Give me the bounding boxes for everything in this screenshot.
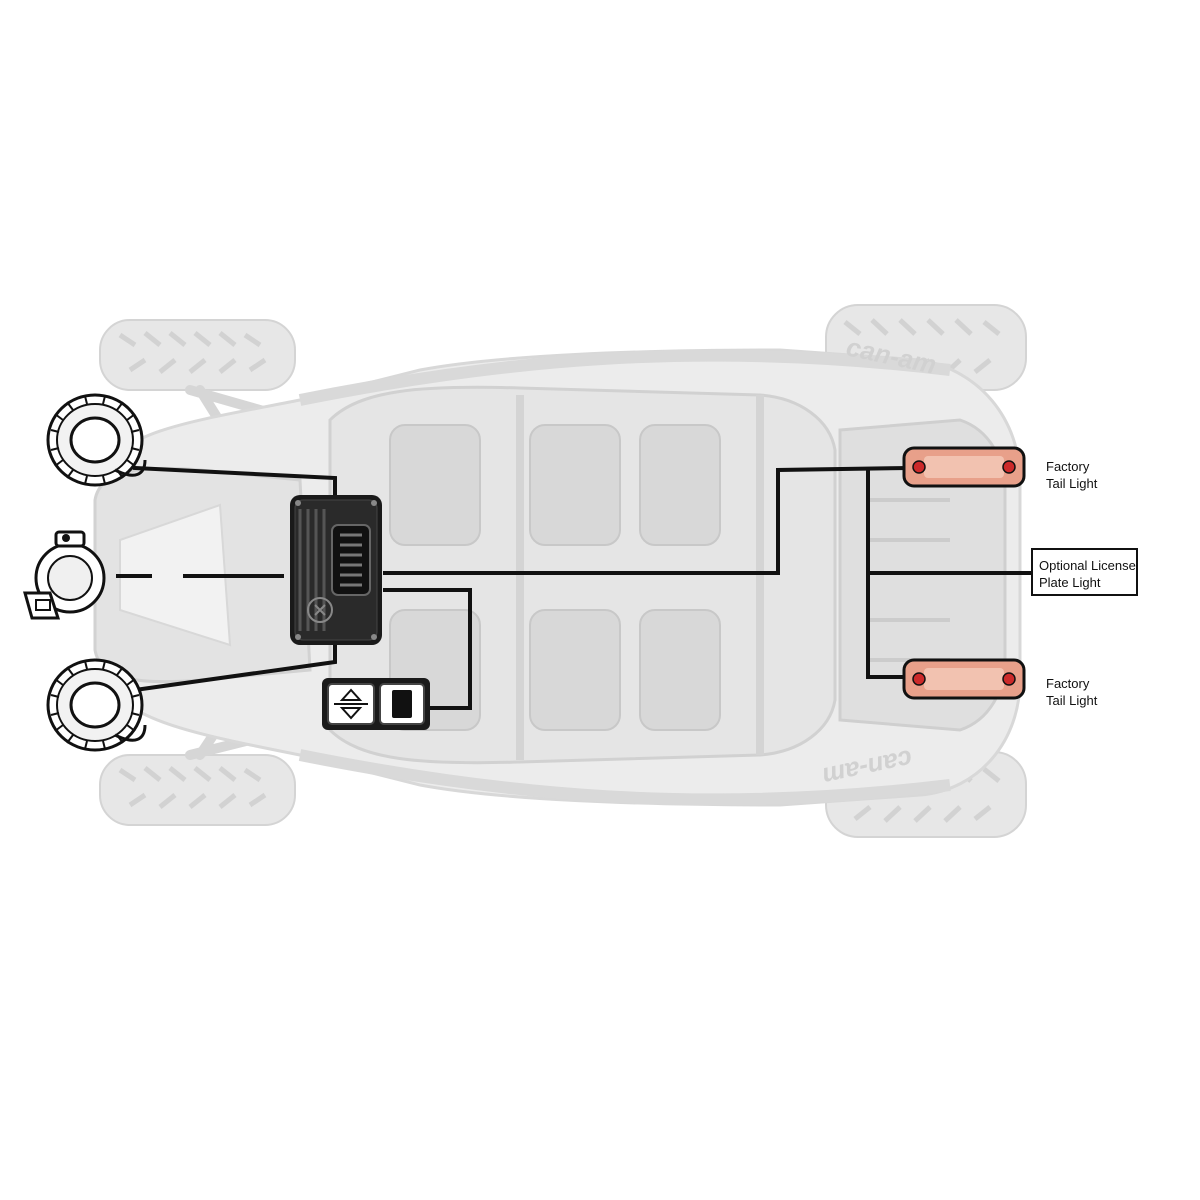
front-left-tire — [99, 319, 296, 391]
license-plate-line1: Optional License — [1039, 558, 1136, 573]
license-plate-line2: Plate Light — [1039, 575, 1101, 590]
wire-main-run — [383, 465, 911, 575]
tail-light-bottom-line2: Tail Light — [1046, 693, 1098, 708]
tail-light-bottom-line1: Factory — [1046, 676, 1090, 691]
wiring-harness — [116, 465, 1033, 710]
tail-light-top-line2: Tail Light — [1046, 476, 1098, 491]
license-plate-label-box: Optional License Plate Light — [1031, 548, 1138, 596]
wire-switch — [383, 588, 472, 710]
wire-speaker-bottom — [132, 643, 337, 693]
speaker-icon — [46, 658, 147, 752]
tail-light-bottom-label: Factory Tail Light — [1046, 675, 1097, 709]
controller-module-icon — [290, 495, 382, 645]
speaker-icon — [46, 393, 147, 487]
rocker-switch-icon — [322, 678, 430, 730]
license-plate-label: Optional License Plate Light — [1039, 557, 1136, 591]
wire-branch — [866, 468, 910, 679]
tail-light-icon — [902, 446, 1026, 488]
wire-speaker-top — [132, 465, 337, 497]
horn-icon — [23, 530, 106, 620]
front-right-tire — [99, 754, 296, 826]
tail-light-top-line1: Factory — [1046, 459, 1090, 474]
tail-light-top-label: Factory Tail Light — [1046, 458, 1097, 492]
tail-light-icon — [902, 658, 1026, 700]
